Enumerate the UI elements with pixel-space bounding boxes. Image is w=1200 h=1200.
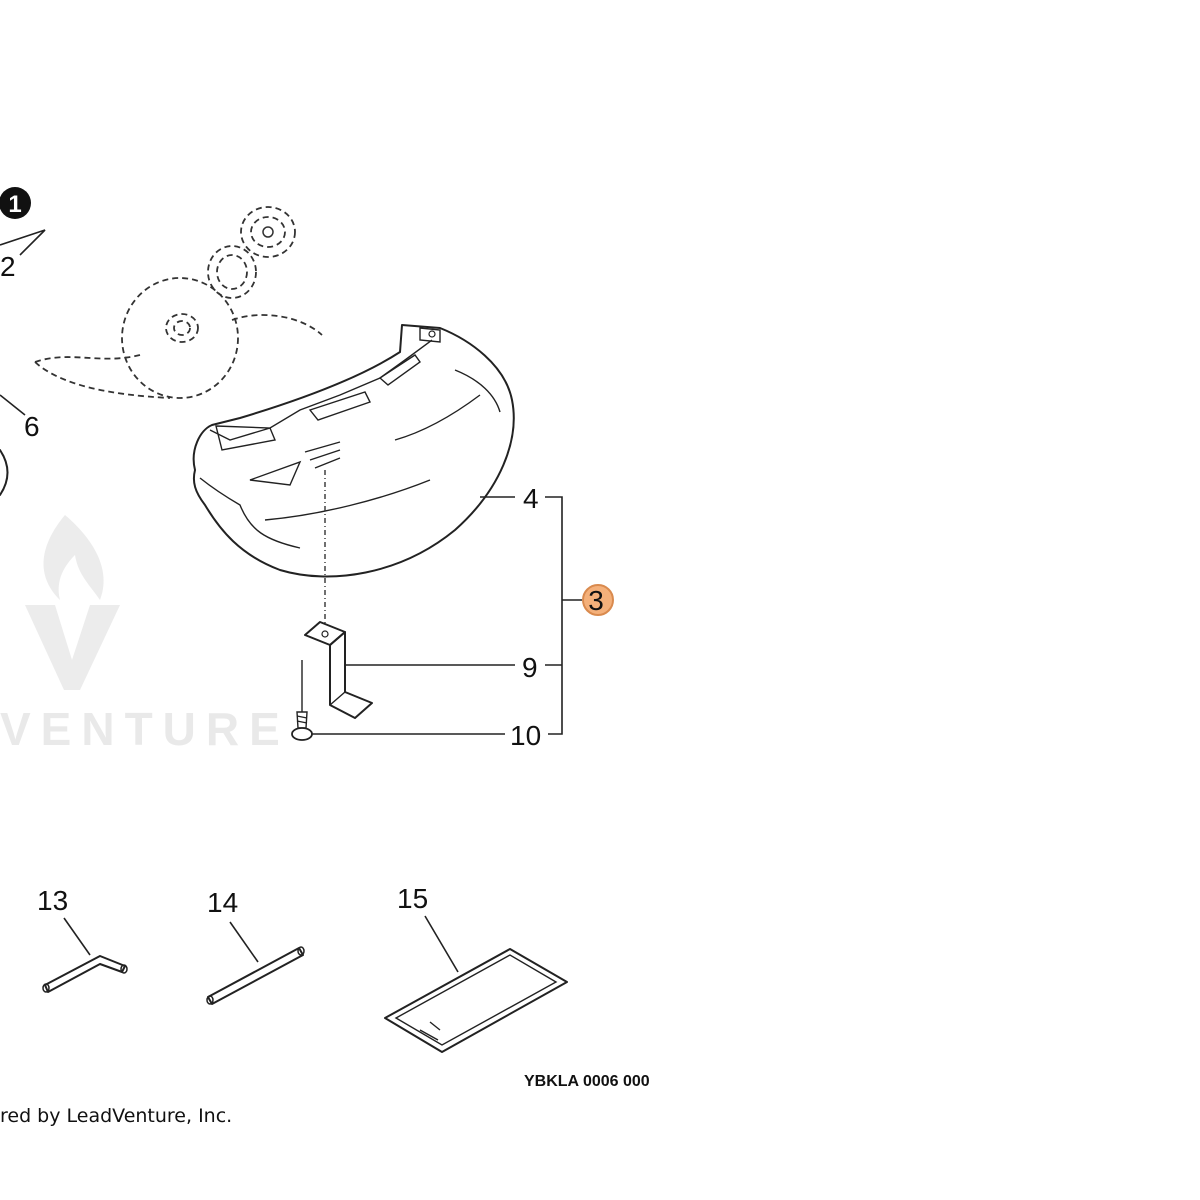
- cover-part-4[interactable]: [192, 324, 515, 578]
- screw-part-10[interactable]: [291, 660, 313, 741]
- callout-13[interactable]: 13: [37, 885, 68, 916]
- callout-3-highlight[interactable]: 3: [582, 584, 614, 616]
- dashed-pulley-assembly: [34, 206, 323, 399]
- leader-13: [63, 917, 91, 956]
- leader-1-2: [0, 229, 46, 256]
- callout-9[interactable]: 9: [522, 652, 538, 683]
- callout-3: 3: [588, 585, 604, 616]
- partial-wheel-edge: [0, 449, 9, 496]
- diagram-code: YBKLA 0006 000: [524, 1073, 650, 1090]
- hex-key-part-13[interactable]: [42, 955, 128, 993]
- callout-14[interactable]: 14: [207, 887, 238, 918]
- callout-2[interactable]: 2: [0, 251, 16, 282]
- leader-6: [0, 394, 26, 416]
- footer-credit: red by LeadVenture, Inc.: [0, 1105, 232, 1127]
- callout-4[interactable]: 4: [523, 483, 539, 514]
- group-bracket-3: [545, 496, 563, 735]
- leader-14: [229, 921, 259, 963]
- callout-6[interactable]: 6: [24, 411, 40, 442]
- leader-15: [424, 915, 459, 973]
- callout-1-label: 1: [8, 191, 21, 218]
- watermark-logo: [25, 515, 120, 690]
- bracket-part-9[interactable]: [304, 621, 373, 719]
- watermark-text: VENTURE: [0, 703, 290, 755]
- manual-part-15[interactable]: [384, 948, 568, 1053]
- pin-part-14[interactable]: [206, 946, 305, 1005]
- callout-10[interactable]: 10: [510, 720, 541, 751]
- callout-1[interactable]: 1: [0, 187, 31, 219]
- callout-15[interactable]: 15: [397, 883, 428, 914]
